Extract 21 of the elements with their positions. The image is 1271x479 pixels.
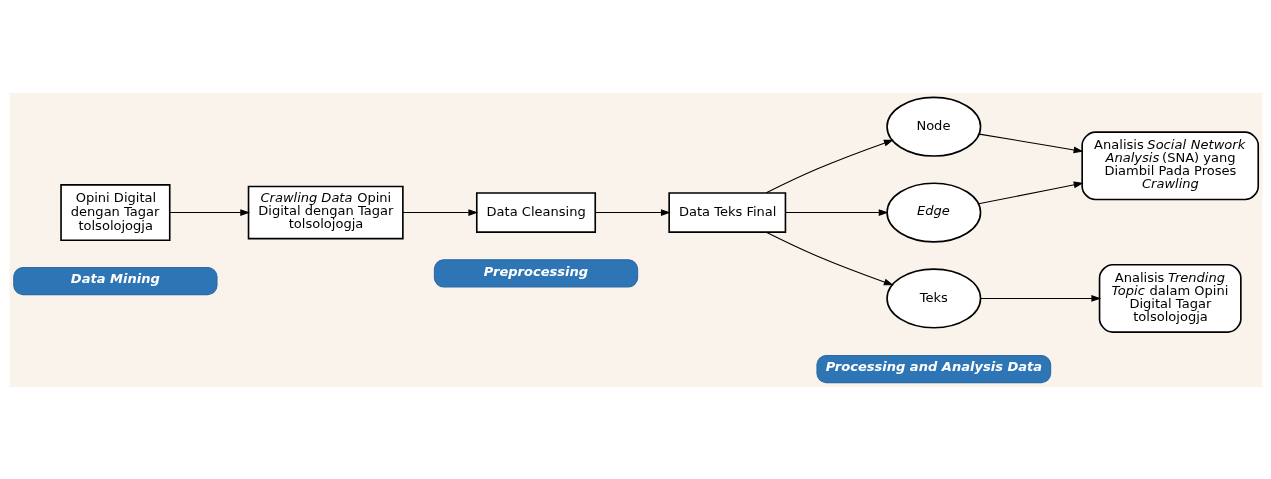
node-box: Preprocessing [433, 258, 638, 288]
node-box: Data Teks Final [667, 191, 786, 233]
node-box: Processing and Analysis Data [815, 354, 1051, 383]
arrow [169, 208, 250, 216]
arrow [977, 180, 1083, 204]
node-box: Data Cleansing [475, 191, 596, 233]
arrow [594, 208, 671, 216]
node-box: Analisis Trending Topic dalam Opini Digital Tagar tolsolojogja [1098, 263, 1242, 333]
node-box: Crawling Data Opini Digital dengan Tagar tolsolojogja [247, 185, 404, 239]
arrow [979, 294, 1101, 302]
arrow [978, 133, 1083, 153]
node-box: Analisis Social Network Analysis (SNA) yang Diambil Pada Proses Crawling [1080, 130, 1259, 200]
node-box: Data Mining [12, 266, 218, 295]
arrow [765, 139, 894, 193]
node-box: Opini Digital dengan Tagar tolsolojogja [59, 183, 171, 241]
node-ellipse: Node [885, 96, 981, 157]
arrow [784, 208, 888, 216]
node-ellipse: Teks [885, 267, 981, 329]
node-ellipse: Edge [885, 181, 981, 243]
arrow [765, 231, 894, 285]
arrow [402, 208, 478, 216]
